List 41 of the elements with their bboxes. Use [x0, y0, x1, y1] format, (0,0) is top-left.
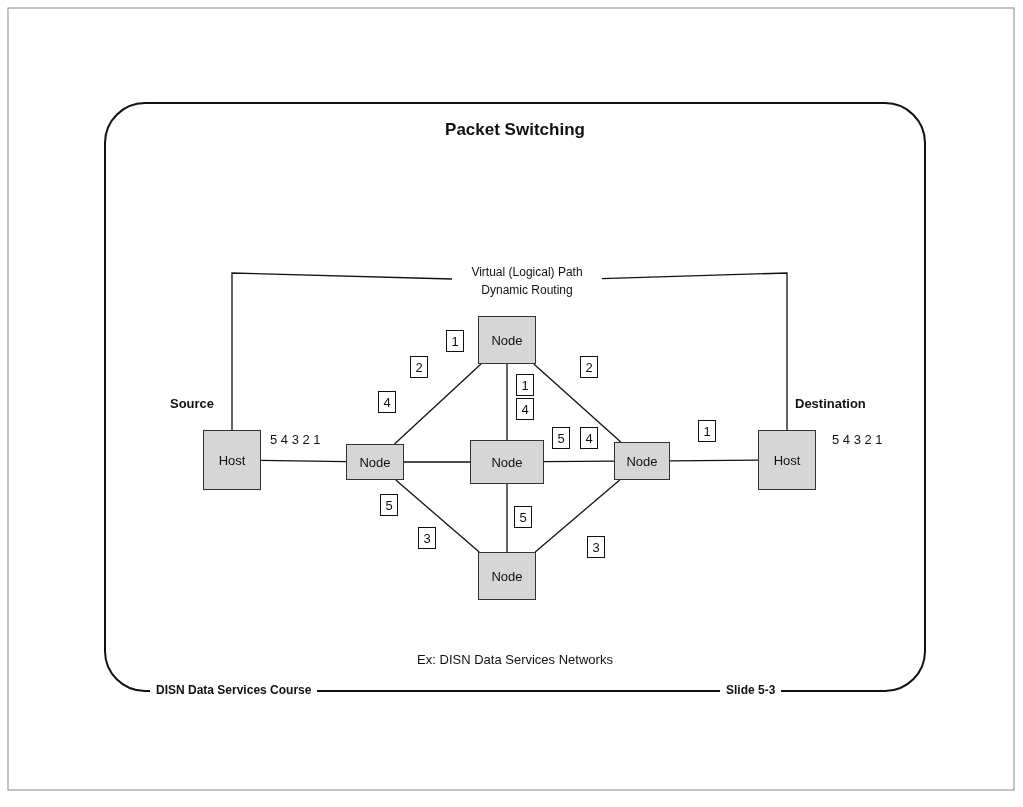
node-box: Node [478, 552, 536, 600]
title: Packet Switching [444, 120, 586, 140]
side-label: Source [170, 396, 215, 411]
packet-box: 4 [580, 427, 598, 449]
packet-box: 2 [580, 356, 598, 378]
footer-text: DISN Data Services Course [150, 683, 318, 697]
node-box: Node [346, 444, 404, 480]
node-box: Node [478, 316, 536, 364]
packet-box: 1 [516, 374, 534, 396]
link-line [669, 459, 759, 462]
packet-box: 3 [418, 527, 436, 549]
node-box: Node [470, 440, 544, 484]
packet-box: 4 [516, 398, 534, 420]
packet-box: 5 [514, 506, 532, 528]
node-box: Node [614, 442, 670, 480]
link-line [260, 459, 347, 463]
link-line [533, 363, 622, 443]
link-line [543, 460, 615, 463]
host-box: Host [203, 430, 261, 490]
link-line [393, 363, 482, 445]
link-line [403, 461, 471, 463]
node-label: Virtual (Logical) Path Dynamic Routing [471, 265, 583, 297]
link-line [506, 483, 508, 553]
link-line [395, 479, 480, 553]
packet-box: 4 [378, 391, 396, 413]
packet-box: 1 [446, 330, 464, 352]
packet-sequence: 5 4 3 2 1 [832, 432, 883, 447]
caption: Ex: DISN Data Services Networks [416, 652, 614, 667]
host-box: Host [758, 430, 816, 490]
packet-box: 2 [410, 356, 428, 378]
packet-box: 3 [587, 536, 605, 558]
path-line [601, 272, 788, 431]
link-line [534, 479, 621, 553]
packet-sequence: 5 4 3 2 1 [270, 432, 321, 447]
packet-box: 5 [380, 494, 398, 516]
side-label: Destination [795, 396, 866, 411]
path-line [231, 272, 453, 431]
footer-text: Slide 5-3 [720, 683, 782, 697]
packet-box: 5 [552, 427, 570, 449]
link-line [506, 363, 508, 441]
packet-box: 1 [698, 420, 716, 442]
